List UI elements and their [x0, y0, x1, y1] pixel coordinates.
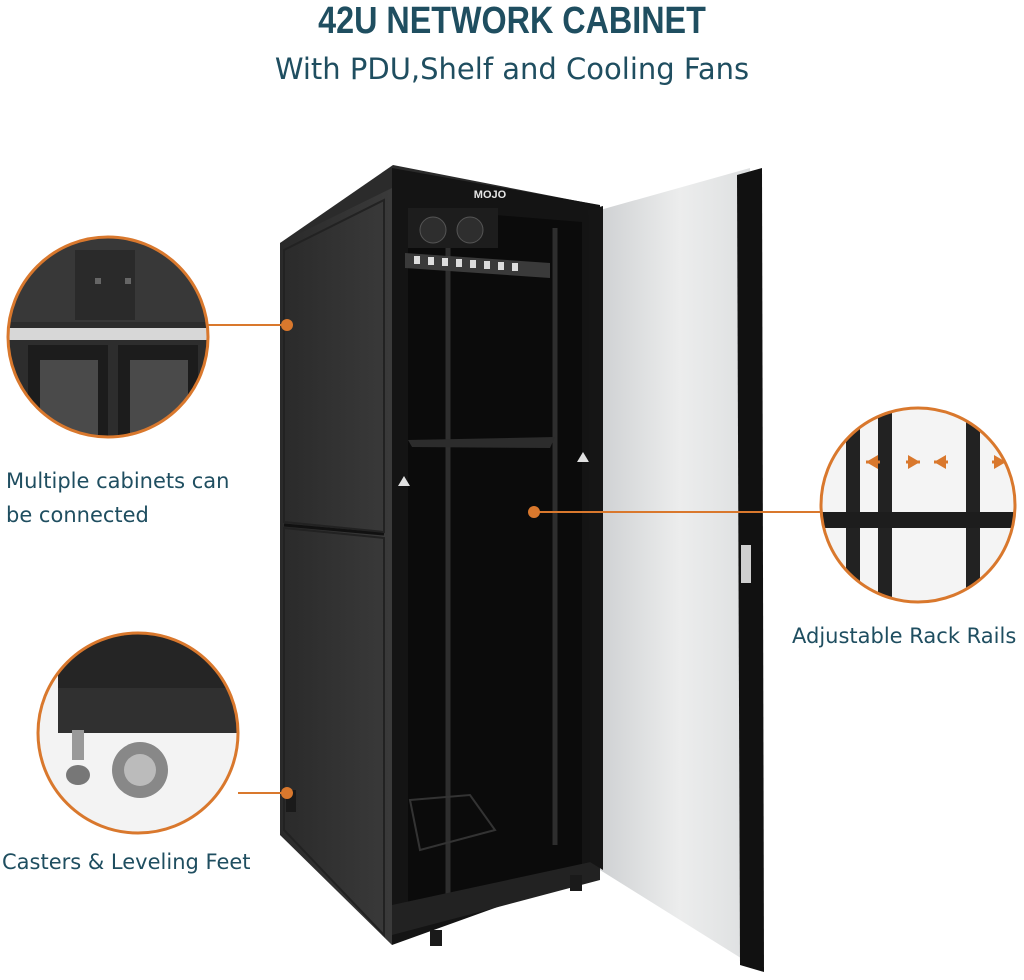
callout-dot-side-panel: [281, 319, 293, 331]
callout-connect-text: Multiple cabinets can be connected: [6, 464, 229, 532]
page-title: 42U NETWORK CABINET: [318, 0, 706, 42]
door-handle: [741, 545, 751, 583]
callout-dot-casters: [281, 787, 293, 799]
callout-dot-rails: [528, 506, 540, 518]
callout-casters-text: Casters & Leveling Feet: [2, 850, 251, 874]
callout-rails-text: Adjustable Rack Rails: [792, 624, 1017, 648]
detail-casters: [36, 631, 240, 835]
detail-rack-rails: [819, 406, 1017, 604]
brand-logo: MOJO: [474, 189, 507, 201]
callout-connect-line1: Multiple cabinets can: [6, 469, 230, 493]
pdu-strip: [405, 253, 550, 278]
detail-connected-cabinets: [6, 235, 210, 439]
cabinet-shelf: [408, 437, 555, 448]
callout-lines: [208, 319, 821, 799]
glass-door: [588, 168, 764, 972]
callout-connect-line2: be connected: [6, 503, 149, 527]
page-subtitle: With PDU,Shelf and Cooling Fans: [274, 52, 750, 86]
network-cabinet: MOJO: [280, 165, 600, 946]
cabinet-side-panel: [280, 188, 392, 945]
